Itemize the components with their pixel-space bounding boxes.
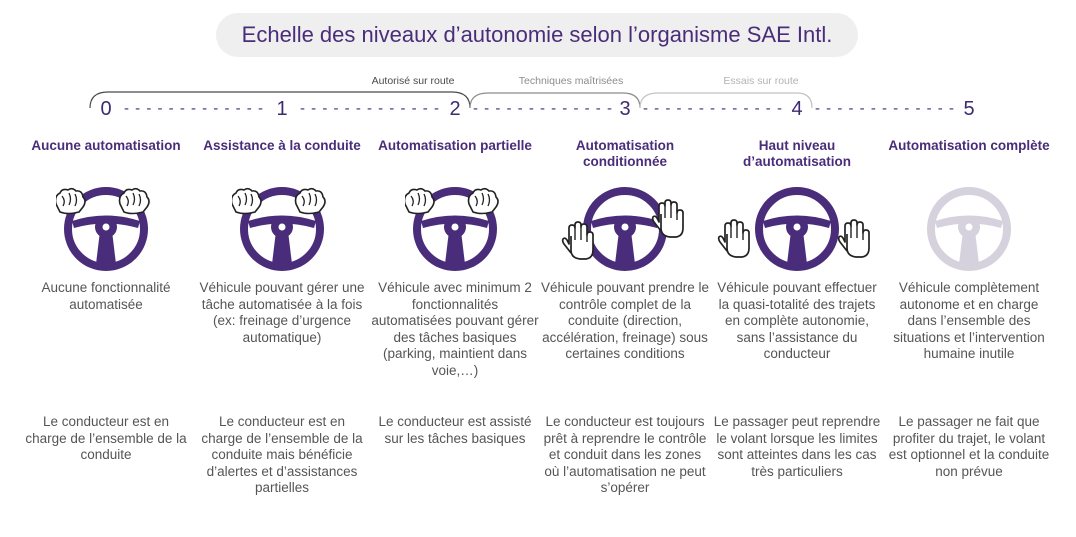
level-driver-role: Le conducteur est assisté sur les tâches… (378, 414, 532, 446)
level-description: Véhicule complètement autonome et en cha… (893, 280, 1045, 362)
level-title: Aucune automatisation (31, 138, 181, 153)
level-number-3: 3 (619, 98, 631, 120)
bracket-mastered (469, 92, 641, 109)
scale-connector: - - - - - - - - - - - - - (124, 100, 264, 117)
level-driver-role: Le conducteur est toujours prêt à repren… (543, 414, 707, 496)
level-number-4: 4 (791, 98, 803, 120)
steering-wheel-faded-icon (919, 186, 1019, 272)
steering-wheel-hands-on-icon (405, 186, 499, 272)
level-description: Véhicule pouvant gérer une tâche automat… (199, 280, 365, 345)
scale-connector: - - - - - - - - - - - - - (300, 100, 440, 117)
level-description: Véhicule avec minimum 2 fonctionnalités … (371, 280, 539, 378)
bracket-authorized (89, 91, 471, 109)
level-title: Assistance à la conduite (203, 138, 361, 153)
level-column-1: Assistance à la conduite Véhicule pouvan… (197, 138, 367, 495)
level-number-0: 0 (100, 98, 112, 120)
bracket-road-tests (639, 92, 813, 109)
level-title: Haut niveau d’automatisation (742, 138, 851, 169)
steering-wheel-hands-on-icon (232, 186, 326, 272)
level-number-5: 5 (963, 98, 975, 120)
bracket-label-road-tests: Essais sur route (723, 75, 799, 87)
level-number-2: 2 (449, 98, 461, 120)
level-column-4: Haut niveau d’automatisation Véhicule po… (712, 138, 882, 479)
steering-wheel-hands-off-icon (561, 186, 684, 272)
level-driver-role: Le conducteur est en charge de l’ensembl… (25, 414, 187, 463)
scale-connector: - - - - - - - - - - - - - (643, 100, 783, 117)
level-column-5: Automatisation complète Véhicule complèt… (884, 138, 1054, 479)
level-column-0: Aucune automatisation Aucune fonctionnal… (21, 138, 191, 462)
level-driver-role: Le passager peut reprendre le volant lor… (713, 414, 881, 479)
diagram-title: Echelle des niveaux d’autonomie selon l’… (216, 13, 858, 57)
scale-brackets (89, 91, 813, 109)
level-title: Automatisation conditionnée (575, 138, 675, 169)
level-column-2: Automatisation partielle Véhicule avec m… (370, 138, 540, 446)
level-title: Automatisation partielle (378, 138, 532, 153)
level-number-1: 1 (276, 98, 288, 120)
level-column-3: Automatisation conditionnée Véhicule pou… (540, 138, 710, 495)
level-description: Véhicule pouvant prendre le contrôle com… (540, 280, 710, 362)
level-driver-role: Le conducteur est en charge de l’ensembl… (201, 414, 363, 496)
steering-wheel-hands-on-icon (56, 186, 150, 272)
scale-connector: - - - - - - - - - - - - - (473, 100, 613, 117)
level-title: Automatisation complète (888, 138, 1050, 153)
level-description: Aucune fonctionnalité automatisée (41, 280, 171, 312)
level-driver-role: Le passager ne fait que profiter du traj… (888, 414, 1050, 479)
scale-connector: - - - - - - - - - - - - - (815, 100, 955, 117)
level-description: Véhicule pouvant effectuer la quasi-tota… (717, 280, 877, 362)
bracket-label-mastered: Techniques maîtrisées (518, 75, 624, 87)
steering-wheel-hands-off-icon (717, 186, 870, 272)
bracket-label-authorized: Autorisé sur route (371, 75, 455, 87)
